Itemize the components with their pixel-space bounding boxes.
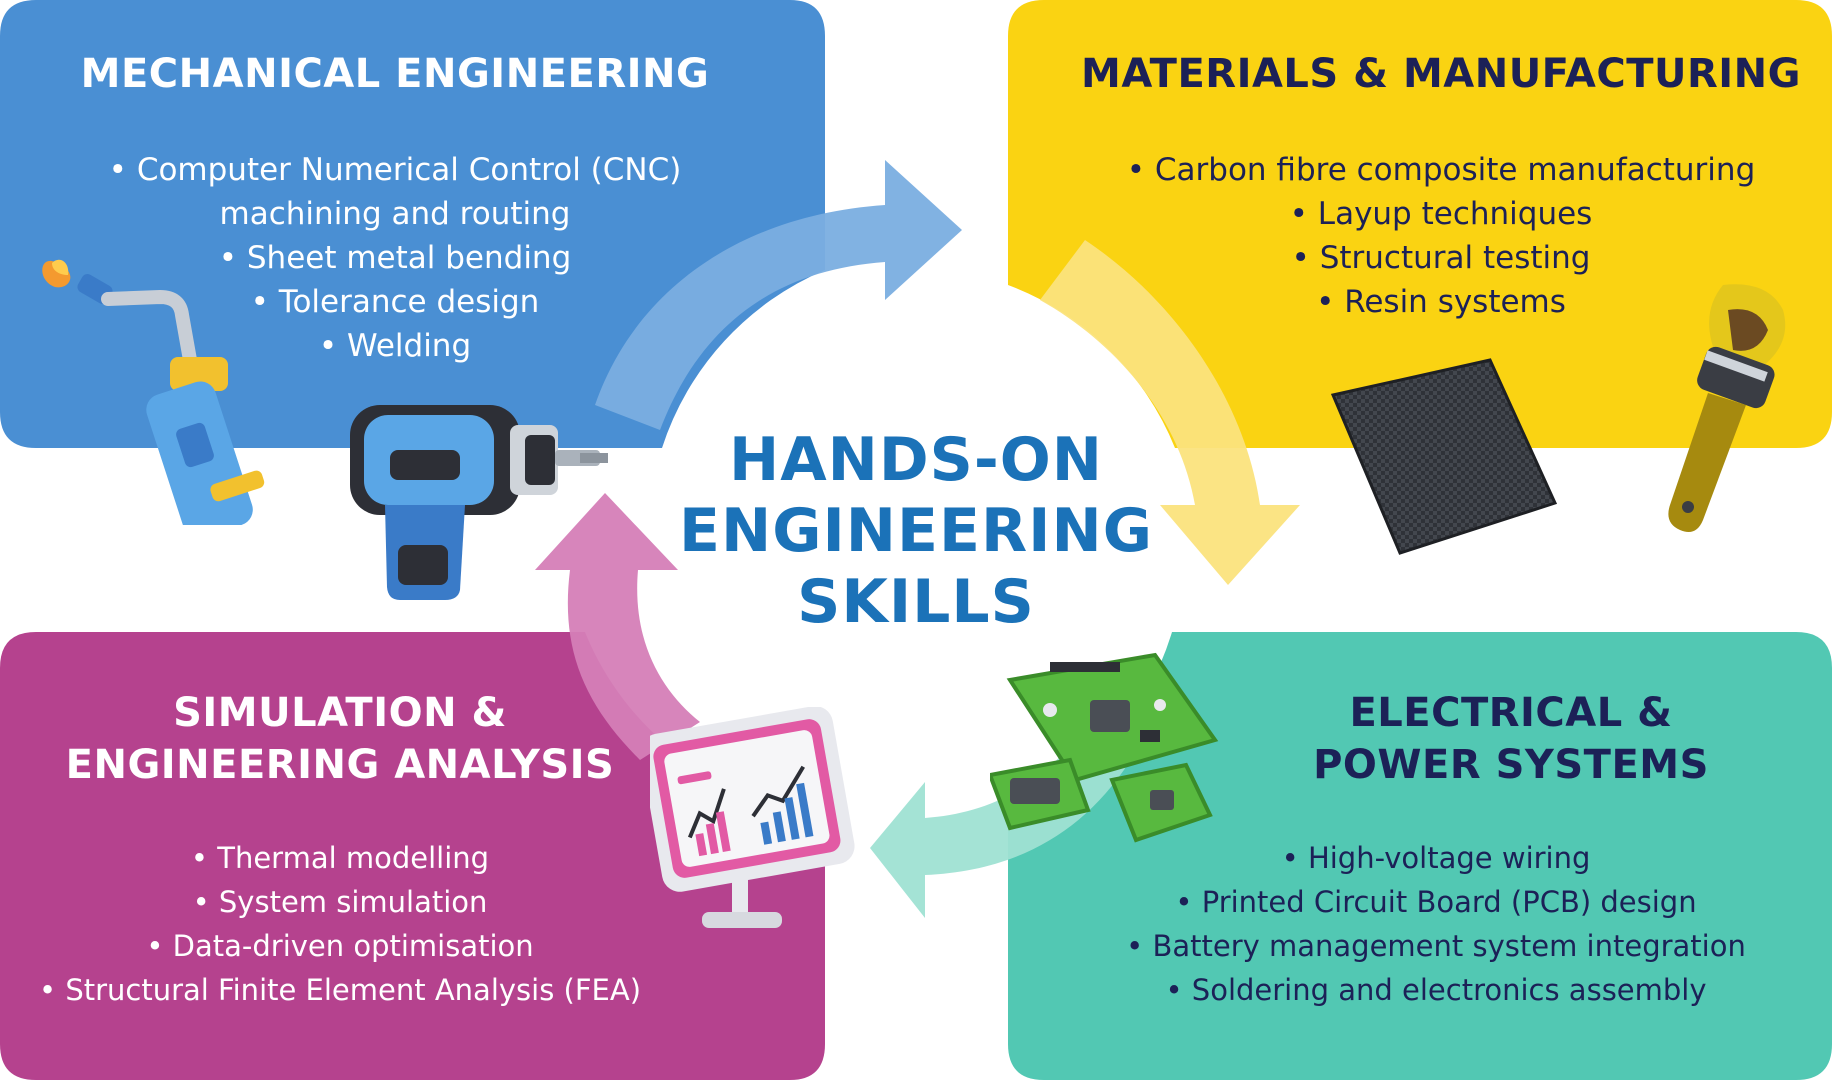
simulation-skill-item: Data-driven optimisation [0, 924, 680, 968]
simulation-skill-item: System simulation [0, 880, 680, 924]
mechanical-skill-item: Welding [0, 324, 790, 368]
simulation-skill-item: Thermal modelling [0, 836, 680, 880]
arrow-materials-to-electrical [1040, 240, 1300, 585]
materials-skill-item: Carbon fibre composite manufacturing [1050, 148, 1832, 192]
materials-title: MATERIALS & MANUFACTURING [1081, 51, 1801, 97]
materials-skill-item: Resin systems [1050, 280, 1832, 324]
mechanical-skill-item: Computer Numerical Control (CNC)machinin… [0, 148, 790, 236]
paint-brush-icon [1668, 284, 1786, 533]
circuit-boards-icon [990, 652, 1219, 843]
materials-skill-list: Carbon fibre composite manufacturing Lay… [1050, 148, 1832, 324]
arrow-simulation-to-mechanical [535, 493, 700, 760]
power-drill-icon [350, 405, 608, 600]
electrical-skill-item: Soldering and electronics assembly [1040, 968, 1832, 1012]
simulation-skill-list: Thermal modelling System simulation Data… [0, 836, 680, 1012]
simulation-title: SIMULATION & ENGINEERING ANALYSIS [0, 687, 680, 791]
center-title-line-3: SKILLS [797, 567, 1035, 637]
analytics-board-icon [650, 707, 855, 928]
simulation-title-line-1: SIMULATION & [173, 690, 507, 736]
carbon-fibre-sheet-icon [1330, 358, 1558, 555]
mechanical-engineering-section: MECHANICAL ENGINEERING Computer Numerica… [0, 0, 790, 448]
electrical-title-line-1: ELECTRICAL & [1349, 690, 1673, 736]
electrical-power-section: ELECTRICAL & POWER SYSTEMS High-voltage … [1040, 632, 1832, 1080]
mechanical-title: MECHANICAL ENGINEERING [80, 51, 710, 97]
simulation-analysis-section: SIMULATION & ENGINEERING ANALYSIS Therma… [0, 632, 680, 1080]
electrical-skill-item: High-voltage wiring [1040, 836, 1832, 880]
simulation-skill-item: Structural Finite Element Analysis (FEA) [0, 968, 680, 1012]
materials-manufacturing-section: MATERIALS & MANUFACTURING Carbon fibre c… [1050, 0, 1832, 448]
materials-skill-item: Structural testing [1050, 236, 1832, 280]
mechanical-skill-list: Computer Numerical Control (CNC)machinin… [0, 148, 790, 368]
electrical-skill-item: Printed Circuit Board (PCB) design [1040, 880, 1832, 924]
center-title-line-2: ENGINEERING [679, 496, 1153, 566]
simulation-title-line-2: ENGINEERING ANALYSIS [65, 742, 615, 788]
mechanical-skill-item: Sheet metal bending [0, 236, 790, 280]
welding-torch-icon [42, 259, 265, 525]
electrical-title-line-2: POWER SYSTEMS [1313, 742, 1709, 788]
center-title: HANDS-ON ENGINEERING SKILLS [676, 425, 1156, 638]
electrical-title: ELECTRICAL & POWER SYSTEMS [1190, 687, 1832, 791]
center-title-line-1: HANDS-ON [728, 425, 1103, 495]
electrical-skill-item: Battery management system integration [1040, 924, 1832, 968]
mechanical-skill-item: Tolerance design [0, 280, 790, 324]
materials-skill-item: Layup techniques [1050, 192, 1832, 236]
electrical-skill-list: High-voltage wiring Printed Circuit Boar… [1040, 836, 1832, 1012]
